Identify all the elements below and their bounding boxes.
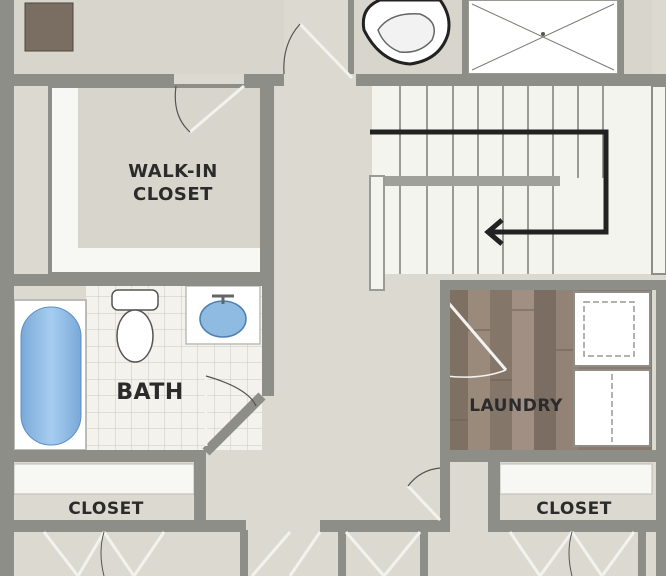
walk-in-closet-label-line1: WALK-IN <box>128 161 218 182</box>
stair-landing-rail <box>384 176 560 186</box>
stair-handrail <box>369 175 385 291</box>
laundry-door-swing <box>445 369 507 378</box>
bath-door-swing <box>205 375 257 407</box>
walk-in-closet-label: WALK-IN CLOSET <box>103 160 243 206</box>
dryer-door <box>583 301 635 357</box>
laundry-door <box>444 299 508 371</box>
closet-shelf-vertical <box>50 86 78 274</box>
toilet-icon <box>361 0 451 66</box>
closet-left-label: CLOSET <box>68 499 144 519</box>
stair-direction-arrow <box>370 129 609 235</box>
walk-in-closet-label-line2: CLOSET <box>133 184 213 205</box>
bifold-swing-left <box>100 531 105 576</box>
bathtub-basin <box>20 306 82 446</box>
bath-angled-wall <box>202 392 266 456</box>
arrow-head-icon <box>484 218 504 246</box>
closet-left-shelf <box>13 463 195 495</box>
sink-basin <box>199 300 247 338</box>
laundry-label: LAUNDRY <box>469 396 563 416</box>
right-window <box>651 85 666 275</box>
dryer <box>573 291 651 367</box>
top-hall-door-swing <box>283 23 301 75</box>
bath-label: BATH <box>116 380 184 405</box>
bottom-center-doors <box>250 531 422 576</box>
shower-drain <box>541 32 545 36</box>
hall-closet-door-swing <box>407 467 441 487</box>
bifold-doors-right <box>508 531 636 576</box>
walk-in-closet-floor <box>50 86 262 274</box>
bifold-doors-left <box>42 531 166 576</box>
faucet-icon <box>212 294 234 304</box>
bath-toilet-icon <box>111 289 159 363</box>
closet-right-label: CLOSET <box>536 499 612 519</box>
closet-shelf-horizontal <box>50 248 262 274</box>
dark-cabinet <box>24 2 74 52</box>
closet-right-shelf <box>499 463 653 495</box>
hall-closet-door <box>406 484 442 522</box>
top-right-nook <box>622 0 652 74</box>
shower-drain-lines <box>471 3 615 71</box>
walk-in-door <box>189 84 245 134</box>
washer <box>573 369 651 447</box>
walk-in-door-swing <box>174 85 191 133</box>
top-hall-door <box>298 22 354 80</box>
bifold-swing-right <box>568 531 573 576</box>
